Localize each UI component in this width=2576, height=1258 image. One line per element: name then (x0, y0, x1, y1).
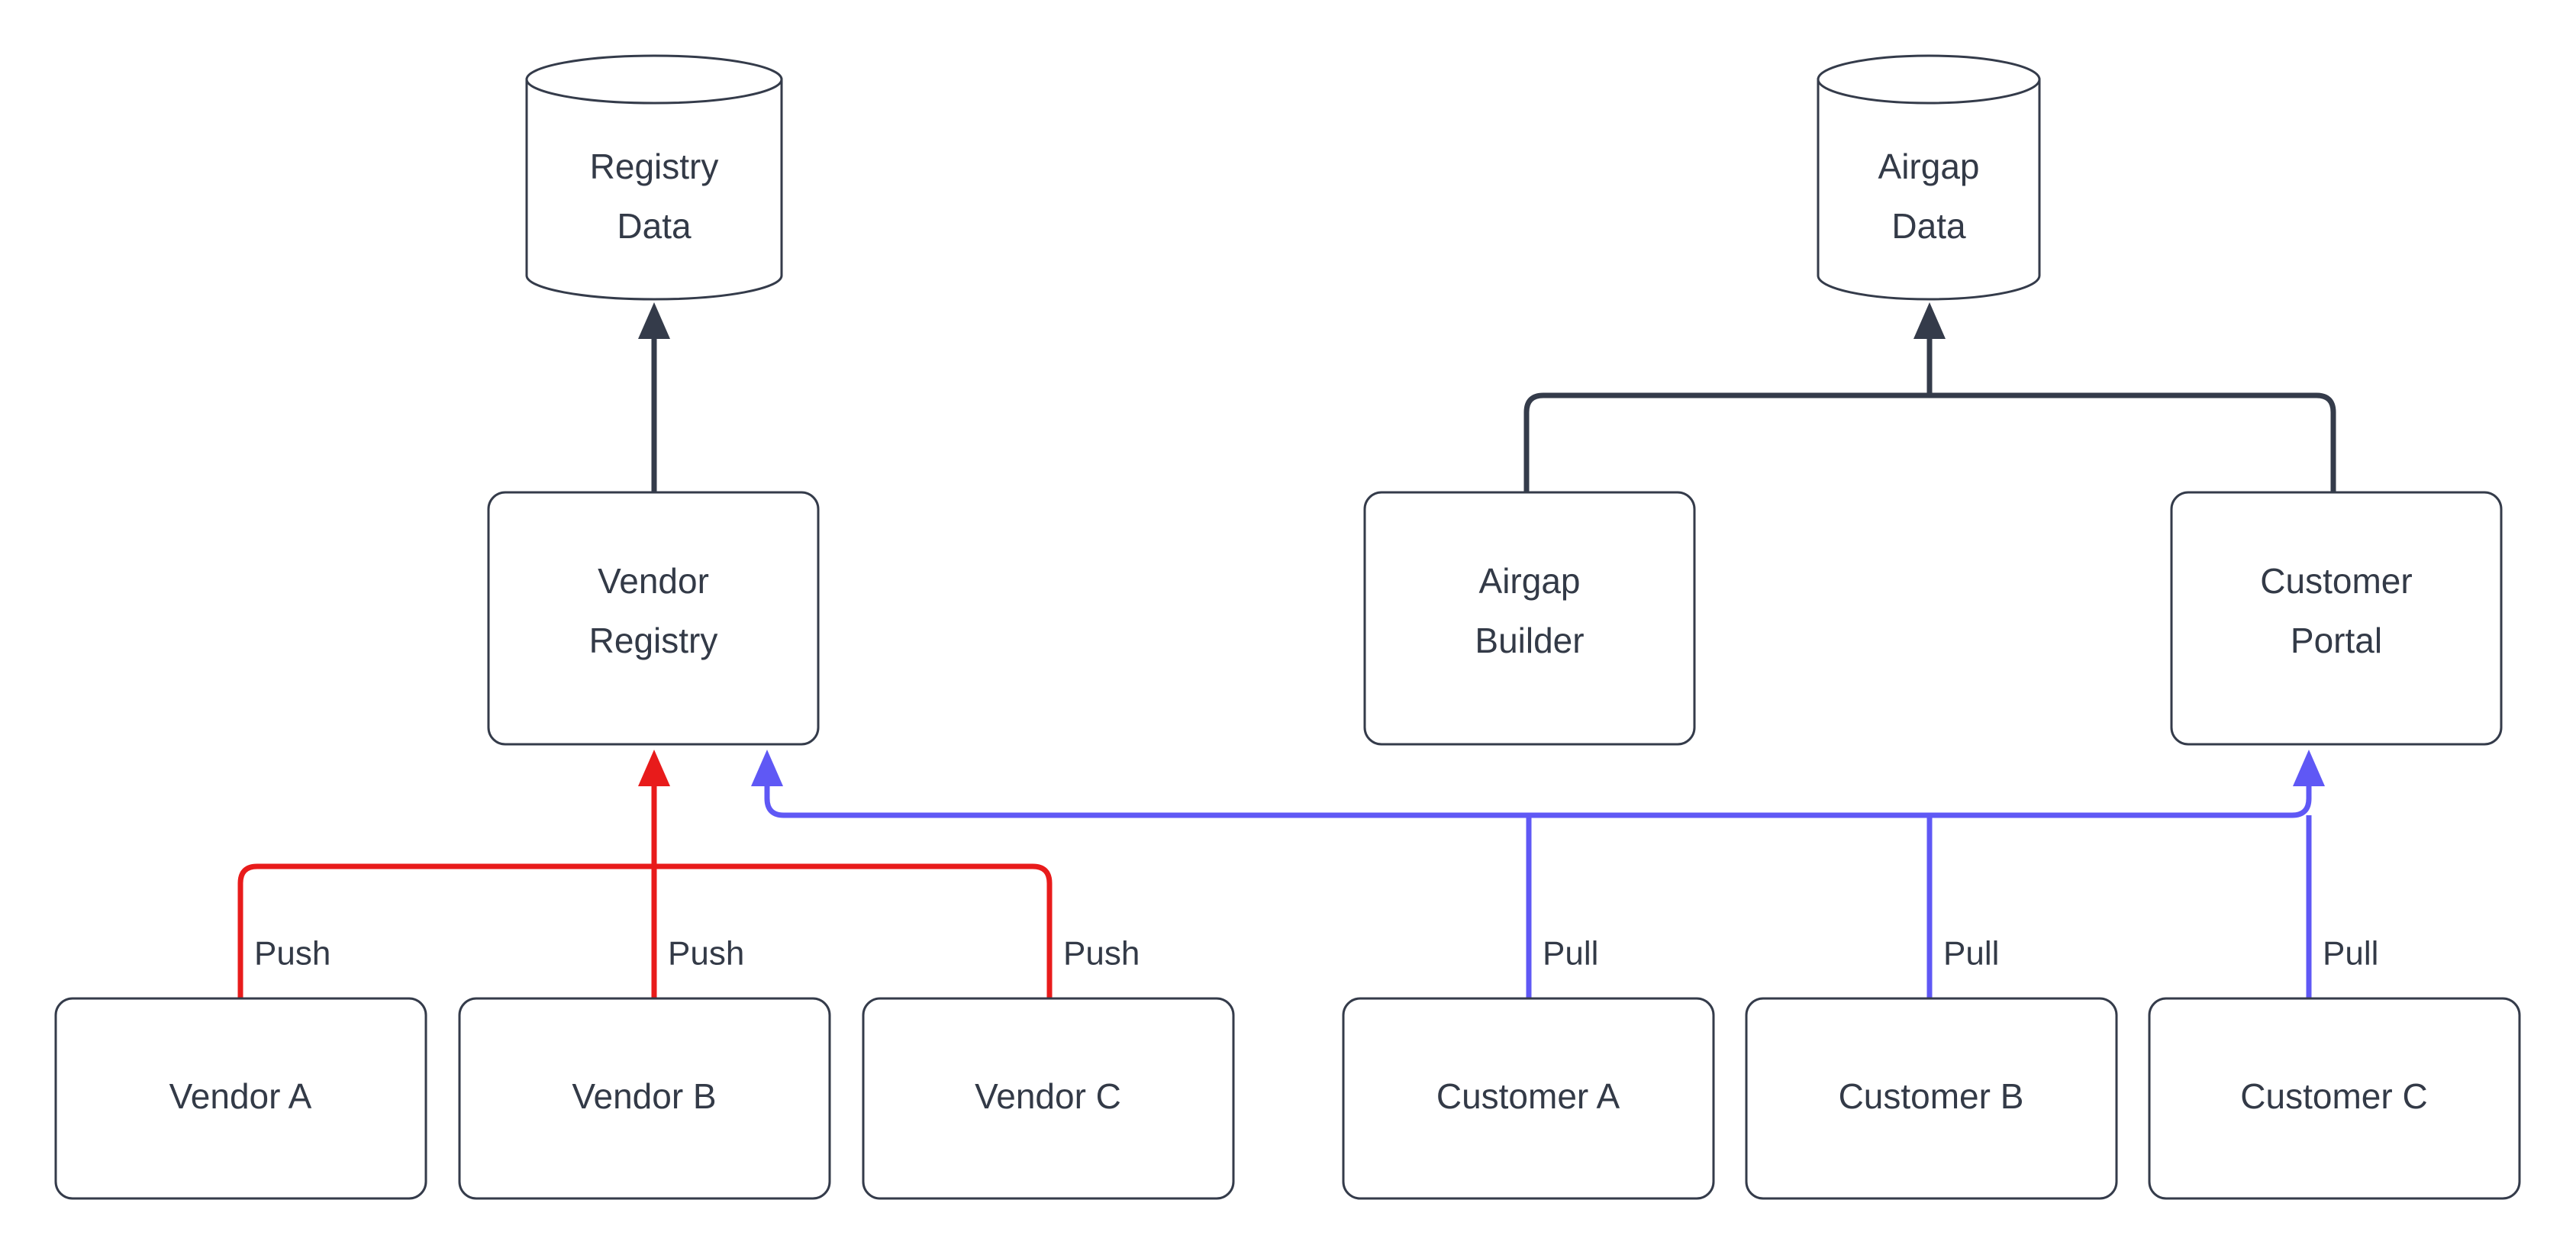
actor-vendor-a[interactable]: Vendor A (54, 997, 427, 1200)
datastore-label-line2: Data (617, 206, 692, 246)
actor-customer-a[interactable]: Customer A (1342, 997, 1715, 1200)
node-box (1342, 997, 1715, 1200)
actor-label: Customer A (1436, 1076, 1620, 1116)
edge-label-push-vendor-a: Push (254, 935, 330, 973)
service-vendor-registry[interactable]: Vendor Registry (487, 491, 820, 746)
actor-customer-c[interactable]: Customer C (2148, 997, 2521, 1200)
node-box (1363, 491, 1696, 746)
edge-pull-spine (764, 763, 2312, 818)
arrowhead-up-icon (1913, 302, 1946, 339)
cylinder-body (1817, 78, 2041, 301)
service-label-line1: Airgap (1479, 561, 1581, 601)
cylinder-top-ellipse (525, 54, 783, 105)
node-box (458, 997, 831, 1200)
arrowhead-up-icon (2293, 750, 2325, 786)
actor-label: Vendor A (169, 1076, 312, 1116)
actor-vendor-c[interactable]: Vendor C (862, 997, 1235, 1200)
arrowhead-up-icon (751, 750, 783, 786)
node-box (1745, 997, 2118, 1200)
arrowhead-up-icon (638, 750, 670, 786)
actor-label: Customer B (1839, 1076, 2024, 1116)
edge-label-pull-customer-a: Pull (1543, 935, 1598, 973)
edge-label-push-vendor-b: Push (668, 935, 744, 973)
edges-push-red (237, 750, 1053, 998)
edge-label-pull-customer-c: Pull (2323, 935, 2378, 973)
cylinder-body (525, 78, 783, 301)
service-airgap-builder[interactable]: Airgap Builder (1363, 491, 1696, 746)
actor-label: Vendor C (975, 1076, 1121, 1116)
actor-customer-b[interactable]: Customer B (1745, 997, 2118, 1200)
actor-vendor-b[interactable]: Vendor B (458, 997, 831, 1200)
service-label-line2: Registry (589, 621, 718, 660)
node-box (2148, 997, 2521, 1200)
datastore-airgap-data[interactable]: Airgap Data (1817, 54, 2041, 301)
service-label-line1: Vendor (598, 561, 709, 601)
service-label-line1: Customer (2260, 561, 2412, 601)
service-customer-portal[interactable]: Customer Portal (2170, 491, 2503, 746)
edges-pull-blue (751, 750, 2325, 998)
node-box (487, 491, 820, 746)
service-label-line2: Portal (2291, 621, 2382, 660)
node-box (862, 997, 1235, 1200)
edge-vendor-registry-to-registry-data (638, 302, 670, 492)
edge-airgap-bus-to-airgap-data (1523, 302, 2336, 492)
arrowhead-up-icon (638, 302, 670, 339)
datastore-registry-data[interactable]: Registry Data (525, 54, 783, 301)
edge-label-push-vendor-c: Push (1063, 935, 1140, 973)
cylinder-top-ellipse (1817, 54, 2041, 105)
edge-label-pull-customer-b: Pull (1943, 935, 1999, 973)
actor-label: Vendor B (572, 1076, 716, 1116)
edge-bus-line (1523, 392, 2336, 492)
datastore-label-line1: Airgap (1878, 147, 1980, 186)
actor-label: Customer C (2240, 1076, 2427, 1116)
node-box (54, 997, 427, 1200)
node-box (2170, 491, 2503, 746)
datastore-label-line2: Data (1891, 206, 1966, 246)
edge-push-spine (237, 863, 1053, 998)
service-label-line2: Builder (1475, 621, 1584, 660)
datastore-label-line1: Registry (590, 147, 719, 186)
